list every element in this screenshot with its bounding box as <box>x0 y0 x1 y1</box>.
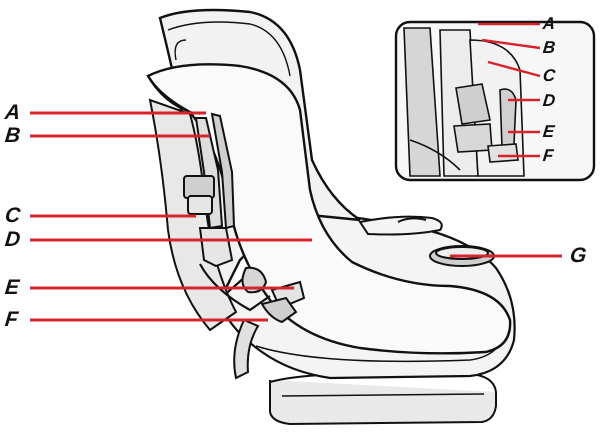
inset-callout-e: E <box>542 122 556 141</box>
callout-e: E <box>3 276 21 299</box>
inset-callout-b: B <box>542 38 557 57</box>
leader-lines-main <box>30 111 562 322</box>
callout-a: A <box>3 101 22 124</box>
harness-straps <box>194 112 306 380</box>
inset-box <box>394 20 596 182</box>
callout-g: G <box>568 244 588 267</box>
callout-d: D <box>3 228 22 251</box>
callout-f: F <box>3 308 20 331</box>
inset-callout-f: F <box>542 146 555 165</box>
inset-callout-c: C <box>542 66 557 85</box>
inset-callout-d: D <box>542 91 557 110</box>
chest-clip <box>183 175 215 215</box>
inset-callout-a: A <box>542 14 557 33</box>
armrest <box>358 215 443 236</box>
callout-c: C <box>3 204 22 227</box>
callout-b: B <box>3 124 22 147</box>
seat-base <box>269 373 497 426</box>
